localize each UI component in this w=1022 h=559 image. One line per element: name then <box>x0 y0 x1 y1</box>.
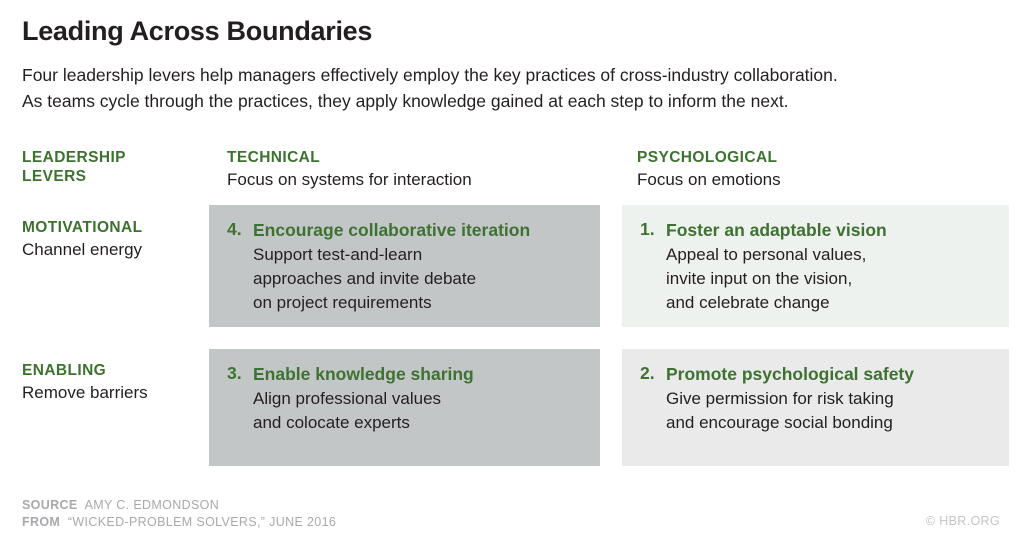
matrix-corner-label: LEADERSHIP LEVERS <box>22 148 126 186</box>
cell-number-4: 4. <box>227 219 242 239</box>
source-attribution: SOURCE AMY C. EDMONDSON FROM “WICKED-PRO… <box>22 497 336 531</box>
cell-description-1: Appeal to personal values, invite input … <box>666 243 991 315</box>
column-header-psychological: PSYCHOLOGICAL Focus on emotions <box>637 148 781 191</box>
cell-description-3: Align professional values and colocate e… <box>253 387 582 435</box>
cell-desc-4-line-2: approaches and invite debate <box>253 269 477 288</box>
column-eyebrow-psychological: PSYCHOLOGICAL <box>637 149 778 166</box>
cell-title-3: Enable knowledge sharing <box>253 364 474 384</box>
cell-desc-2-line-2: and encourage social bonding <box>666 413 893 432</box>
cell-desc-3-line-2: and colocate experts <box>253 413 410 432</box>
page-title: Leading Across Boundaries <box>22 16 373 46</box>
cell-title-4: Encourage collaborative iteration <box>253 220 531 240</box>
row-header-motivational: MOTIVATIONAL Channel energy <box>22 218 142 261</box>
matrix-cell-motivational-technical: 4. Encourage collaborative iteration Sup… <box>209 205 600 327</box>
from-line: FROM “WICKED-PROBLEM SOLVERS,” JUNE 2016 <box>22 514 336 531</box>
hbr-credit: © HBR.ORG <box>925 514 1000 528</box>
row-header-enabling: ENABLING Remove barriers <box>22 361 148 404</box>
cell-desc-4-line-1: Support test-and-learn <box>253 245 423 264</box>
cell-number-2: 2. <box>640 363 655 383</box>
from-value: “WICKED-PROBLEM SOLVERS,” JUNE 2016 <box>67 515 337 529</box>
column-note-technical: Focus on systems for interaction <box>227 170 472 189</box>
page-subtitle: Four leadership levers help managers eff… <box>22 62 1012 114</box>
cell-desc-4-line-3: on project requirements <box>253 293 432 312</box>
from-label: FROM <box>22 515 61 529</box>
cell-body-1: Foster an adaptable vision Appeal to per… <box>666 219 991 315</box>
cell-body-2: Promote psychological safety Give permis… <box>666 363 991 435</box>
matrix-cell-motivational-psychological: 1. Foster an adaptable vision Appeal to … <box>622 205 1009 327</box>
column-header-technical: TECHNICAL Focus on systems for interacti… <box>227 148 472 191</box>
cell-body-4: Encourage collaborative iteration Suppor… <box>253 219 582 315</box>
subtitle-line-1: Four leadership levers help managers eff… <box>22 65 838 85</box>
cell-desc-1-line-2: invite input on the vision, <box>666 269 853 288</box>
cell-desc-3-line-1: Align professional values <box>253 389 442 408</box>
row-eyebrow-motivational: MOTIVATIONAL <box>22 219 143 236</box>
cell-desc-1-line-1: Appeal to personal values, <box>666 245 867 264</box>
source-line: SOURCE AMY C. EDMONDSON <box>22 497 336 514</box>
cell-desc-2-line-1: Give permission for risk taking <box>666 389 894 408</box>
source-value: AMY C. EDMONDSON <box>84 498 220 512</box>
row-note-enabling: Remove barriers <box>22 383 148 402</box>
source-label: SOURCE <box>22 498 78 512</box>
column-note-psychological: Focus on emotions <box>637 170 781 189</box>
cell-body-3: Enable knowledge sharing Align professio… <box>253 363 582 435</box>
cell-title-2: Promote psychological safety <box>666 364 914 384</box>
cell-number-3: 3. <box>227 363 242 383</box>
cell-description-2: Give permission for risk taking and enco… <box>666 387 991 435</box>
column-eyebrow-technical: TECHNICAL <box>227 149 321 166</box>
row-eyebrow-enabling: ENABLING <box>22 362 107 379</box>
cell-title-1: Foster an adaptable vision <box>666 220 887 240</box>
leadership-levers-heading: LEADERSHIP LEVERS <box>22 148 126 186</box>
cell-number-1: 1. <box>640 219 655 239</box>
subtitle-line-2: As teams cycle through the practices, th… <box>22 91 789 111</box>
row-note-motivational: Channel energy <box>22 240 143 259</box>
leadership-levers-line-1: LEADERSHIP <box>22 149 126 166</box>
matrix-cell-enabling-technical: 3. Enable knowledge sharing Align profes… <box>209 349 600 466</box>
leadership-levers-line-2: LEVERS <box>22 168 87 185</box>
cell-description-4: Support test-and-learn approaches and in… <box>253 243 582 315</box>
matrix-cell-enabling-psychological: 2. Promote psychological safety Give per… <box>622 349 1009 466</box>
cell-desc-1-line-3: and celebrate change <box>666 293 830 312</box>
